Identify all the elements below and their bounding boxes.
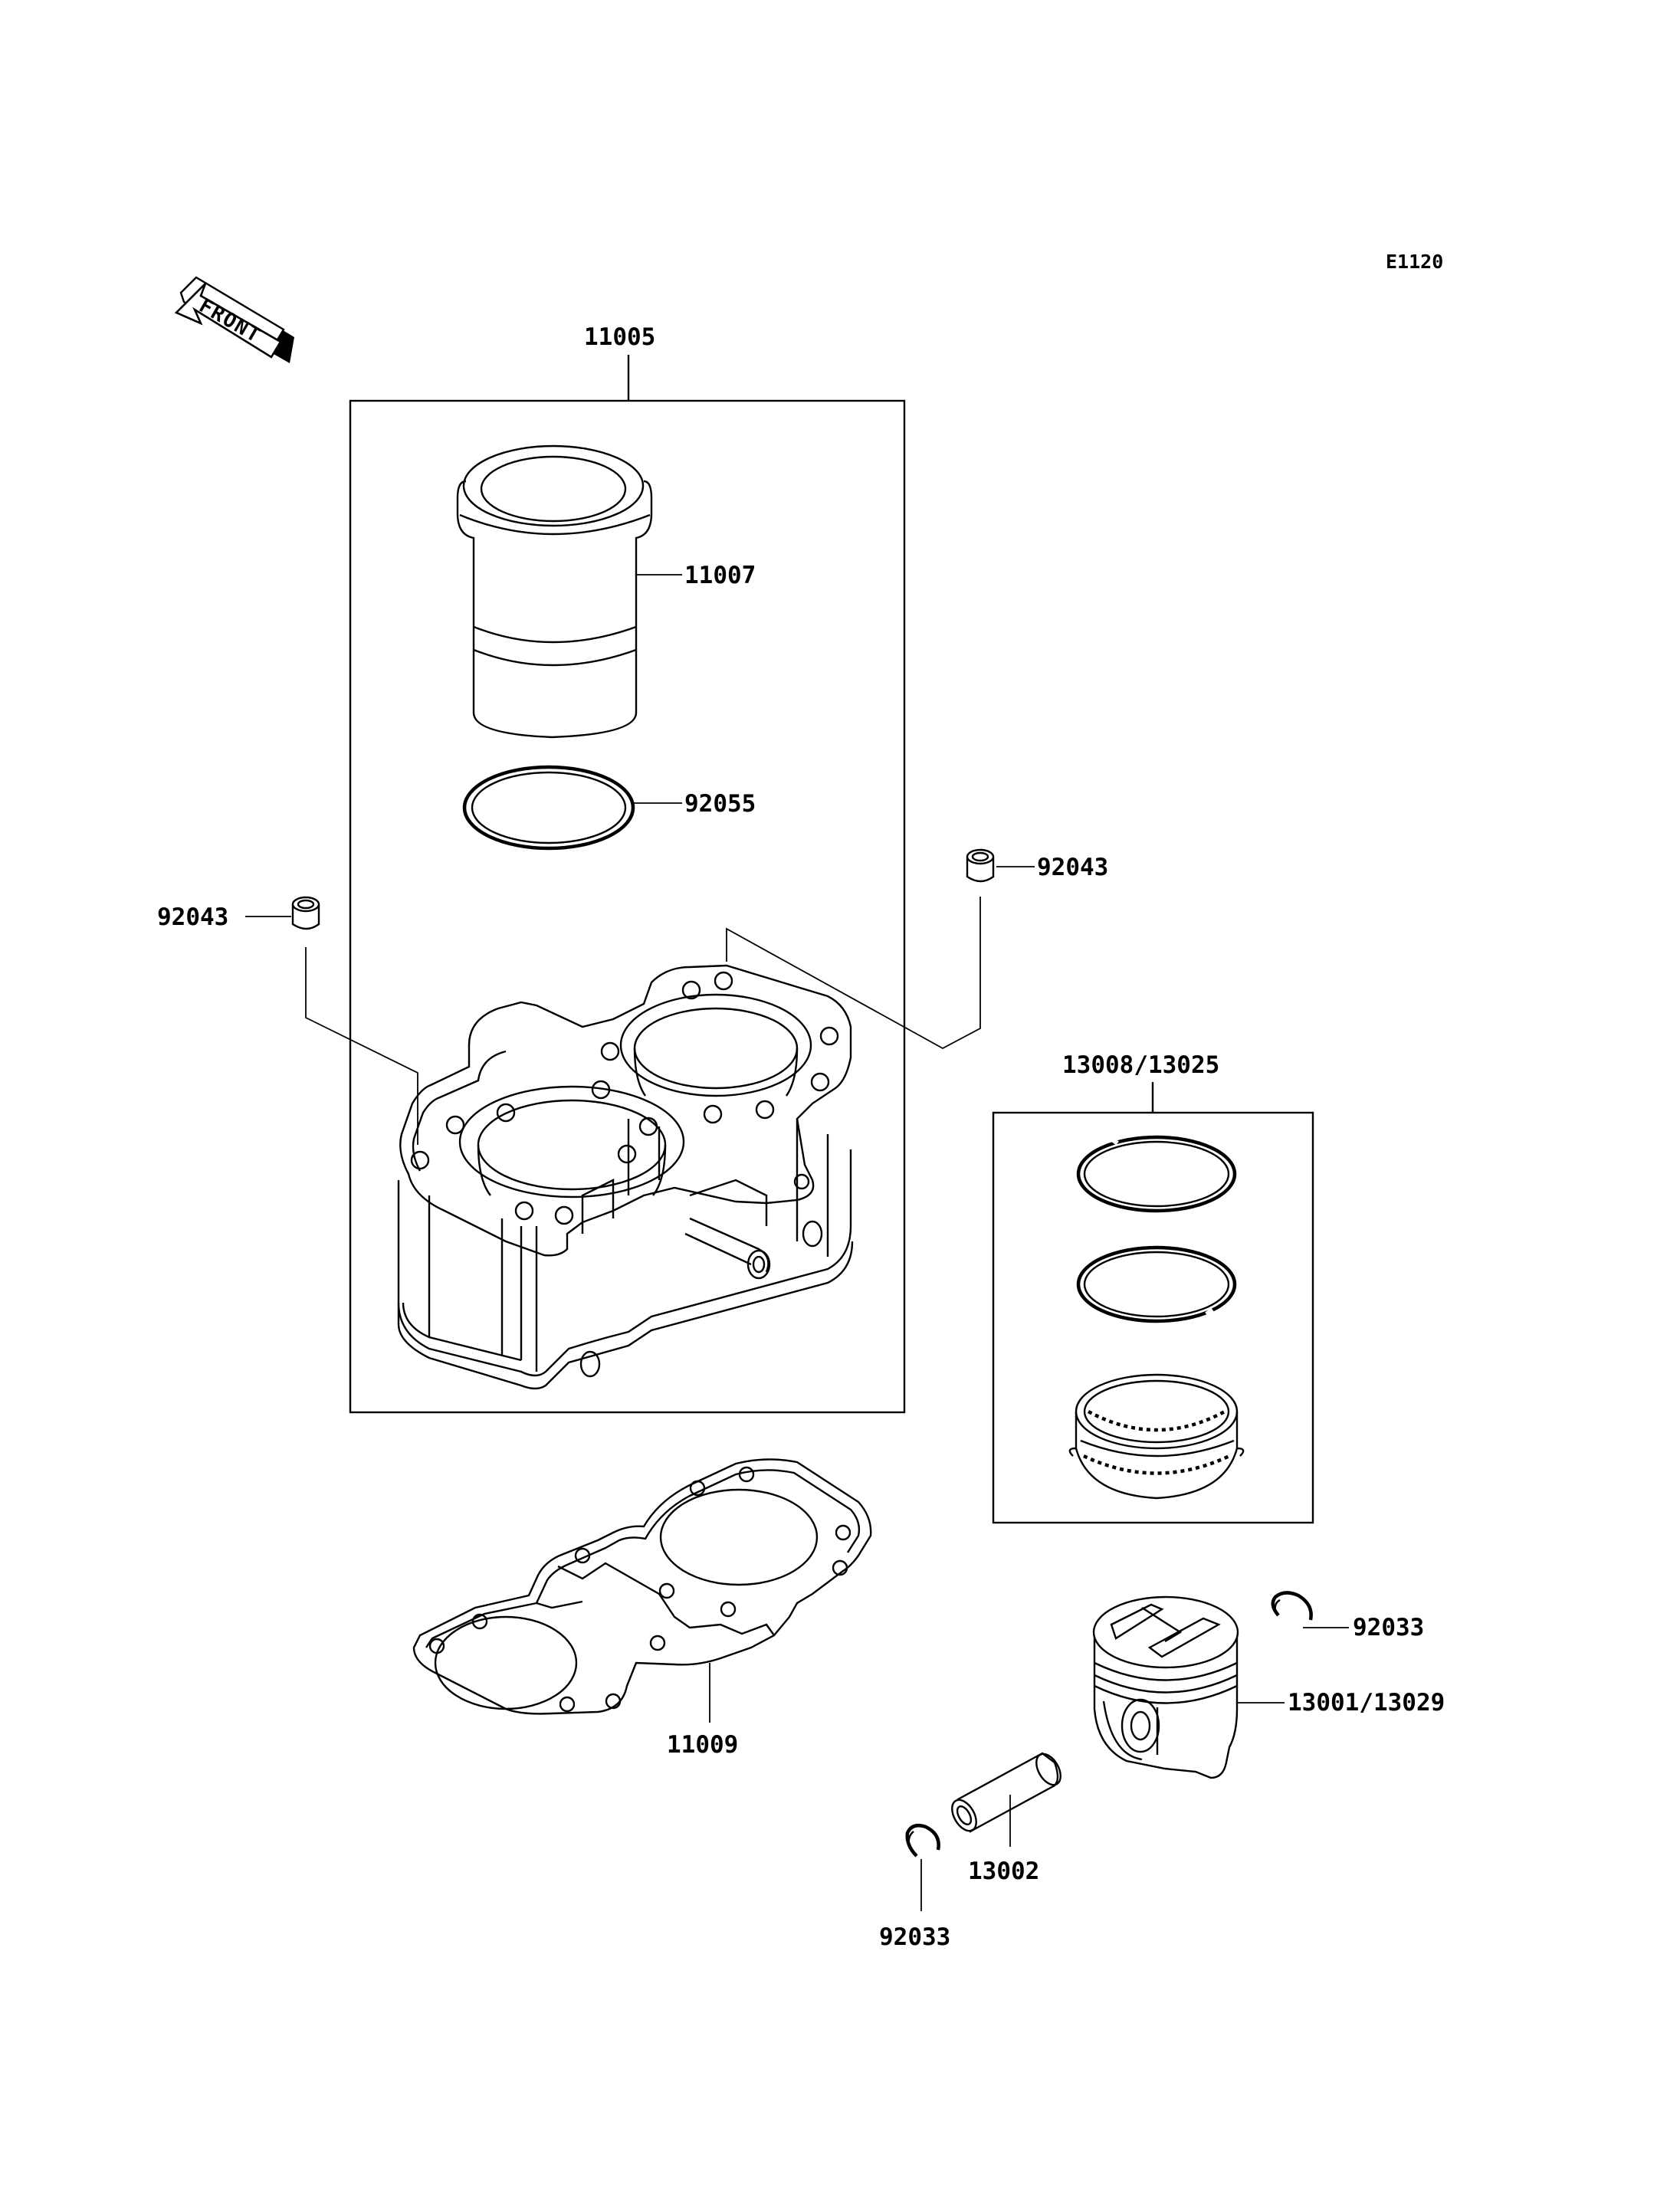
dowel-pin-right: 92043 bbox=[726, 848, 1108, 1050]
cylinder-assy-box: 11005 bbox=[349, 323, 906, 1414]
circlip-right: 92033 bbox=[1271, 1591, 1424, 1641]
callout-92033-right: 92033 bbox=[1353, 1614, 1424, 1641]
piston-ring-set-box: 13008/13025 bbox=[992, 1051, 1314, 1524]
o-ring: 92055 bbox=[462, 765, 756, 851]
cylinder-block bbox=[397, 964, 854, 1390]
base-gasket: 11009 bbox=[412, 1458, 872, 1759]
dowel-pin-left: 92043 bbox=[157, 896, 418, 1145]
front-arrow-icon: FRONT bbox=[174, 276, 294, 363]
cylinder-sleeve: 11007 bbox=[456, 444, 756, 739]
piston-ring-top bbox=[1076, 1135, 1237, 1213]
callout-92043-left: 92043 bbox=[157, 903, 228, 931]
callout-11007: 11007 bbox=[684, 562, 756, 589]
callout-92043-right: 92043 bbox=[1037, 854, 1108, 881]
callout-13008-13025: 13008/13025 bbox=[1062, 1051, 1219, 1079]
piston-pin: 13002 bbox=[951, 1752, 1061, 1885]
circlip-left: 92033 bbox=[879, 1824, 950, 1951]
callout-13001-13029: 13001/13029 bbox=[1288, 1689, 1445, 1717]
piston: 13001/13029 bbox=[1092, 1595, 1445, 1779]
callout-11005: 11005 bbox=[584, 323, 655, 351]
callout-11009: 11009 bbox=[667, 1731, 738, 1759]
piston-ring-second bbox=[1076, 1245, 1237, 1323]
oil-ring-assembly bbox=[1068, 1373, 1245, 1500]
callout-92033-left: 92033 bbox=[879, 1923, 950, 1951]
drawing-code: E1120 bbox=[1386, 251, 1443, 273]
callout-92055: 92055 bbox=[684, 790, 756, 818]
callout-13002: 13002 bbox=[968, 1858, 1039, 1885]
